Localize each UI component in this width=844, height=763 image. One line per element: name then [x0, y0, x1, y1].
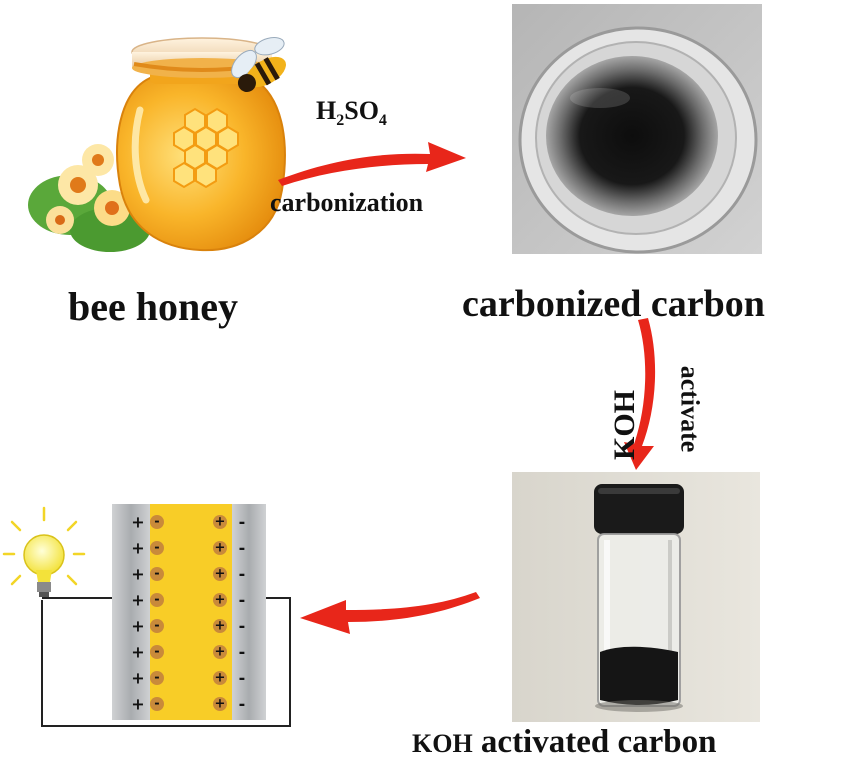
cation — [213, 671, 227, 685]
electrode-right-minus: - — [239, 695, 246, 714]
anion — [150, 541, 164, 555]
anion-sign: - — [154, 645, 159, 660]
cation — [213, 619, 227, 633]
cation-sign: + — [215, 515, 226, 530]
cation — [213, 541, 227, 555]
cation-sign: + — [215, 619, 226, 634]
electrode-left-plus: + — [131, 617, 144, 636]
cation — [213, 593, 227, 607]
anion — [150, 697, 164, 711]
h2so4-so: SO — [344, 96, 379, 125]
cation-sign: + — [215, 671, 226, 686]
electrode-left-plus: + — [131, 539, 144, 558]
arrow-carbonization — [278, 142, 466, 186]
anion-sign: - — [154, 619, 159, 634]
electrode-left-plus: + — [131, 643, 144, 662]
label-h2so4: H2SO4 — [316, 96, 387, 130]
electrode-right-minus: - — [239, 643, 246, 662]
h2so4-sub4: 4 — [378, 112, 387, 130]
anion-sign: - — [154, 671, 159, 686]
h2so4-sub2: 2 — [336, 112, 345, 130]
cation-sign: + — [215, 567, 226, 582]
honey-jar-icon — [28, 37, 286, 252]
vial-photo — [512, 472, 760, 722]
cation — [213, 567, 227, 581]
label-activate: activate — [675, 365, 705, 453]
electrode-left-plus: + — [131, 695, 144, 714]
anion-sign: - — [154, 515, 159, 530]
label-koh-prefix: KOH — [412, 729, 473, 758]
anion — [150, 671, 164, 685]
anion-sign: - — [154, 593, 159, 608]
electrode-left-plus: + — [131, 591, 144, 610]
anion — [150, 567, 164, 581]
label-koh-activated-carbon: KOH activated carbon — [412, 724, 716, 761]
cation-sign: + — [215, 645, 226, 660]
anion — [150, 645, 164, 659]
arrow-to-device — [300, 592, 480, 634]
electrode-left-plus: + — [131, 513, 144, 532]
label-carbonized-carbon: carbonized carbon — [462, 283, 765, 325]
cation — [213, 645, 227, 659]
cation-sign: + — [215, 541, 226, 556]
h2so4-h: H — [316, 96, 337, 125]
electrode-right-minus: - — [239, 617, 246, 636]
anion-sign: - — [154, 567, 159, 582]
electrode-right-minus: - — [239, 513, 246, 532]
electrode-left-plus: + — [131, 565, 144, 584]
anion — [150, 619, 164, 633]
electrode-left-plus: + — [131, 669, 144, 688]
anion-sign: - — [154, 541, 159, 556]
label-carbonization: carbonization — [270, 188, 424, 217]
electrode-right-minus: - — [239, 539, 246, 558]
cation-sign: + — [215, 593, 226, 608]
cation — [213, 697, 227, 711]
anion — [150, 593, 164, 607]
petri-dish-photo — [512, 4, 762, 254]
anion — [150, 515, 164, 529]
electrode-right-minus: - — [239, 591, 246, 610]
ion-charges: +-+-+-+-+-+-+-+-+-+-+-+-+-+-+-+- — [131, 513, 245, 714]
arrow-activate — [624, 318, 656, 470]
electrode-right-minus: - — [239, 565, 246, 584]
flower-icon — [28, 144, 150, 252]
label-bee-honey: bee honey — [68, 284, 238, 329]
electrode-right-minus: - — [239, 669, 246, 688]
bee-icon — [231, 37, 286, 92]
anion-sign: - — [154, 697, 159, 712]
light-bulb-icon — [2, 506, 86, 597]
cation — [213, 515, 227, 529]
supercapacitor-device — [41, 504, 291, 727]
cation-sign: + — [215, 697, 226, 712]
label-activated-carbon: activated carbon — [472, 724, 717, 760]
label-koh: KOH — [608, 389, 642, 461]
